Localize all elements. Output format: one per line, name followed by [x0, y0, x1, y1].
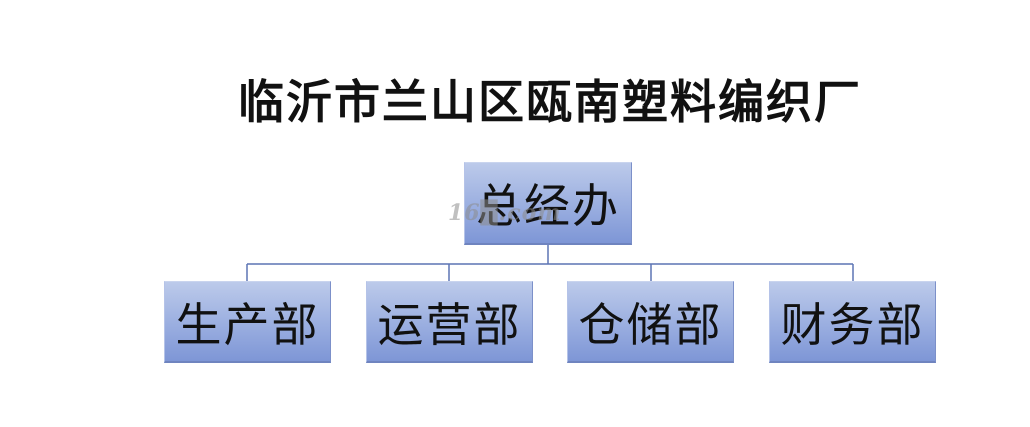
org-node-production: 生产部	[164, 281, 331, 363]
watermark: 16█.com	[448, 200, 562, 226]
org-node-general-office-label: 总经办	[476, 179, 620, 233]
org-node-general-office: 总经办	[464, 162, 632, 245]
org-node-finance: 财务部	[769, 281, 936, 363]
org-node-finance-label: 财务部	[780, 297, 925, 352]
org-node-warehouse: 仓储部	[567, 281, 734, 363]
org-node-warehouse-label: 仓储部	[578, 297, 723, 352]
org-node-operations: 运营部	[366, 281, 533, 363]
page-title: 临沂市兰山区瓯南塑料编织厂	[238, 75, 862, 129]
org-node-operations-label: 运营部	[377, 297, 522, 352]
org-node-production-label: 生产部	[175, 297, 320, 352]
